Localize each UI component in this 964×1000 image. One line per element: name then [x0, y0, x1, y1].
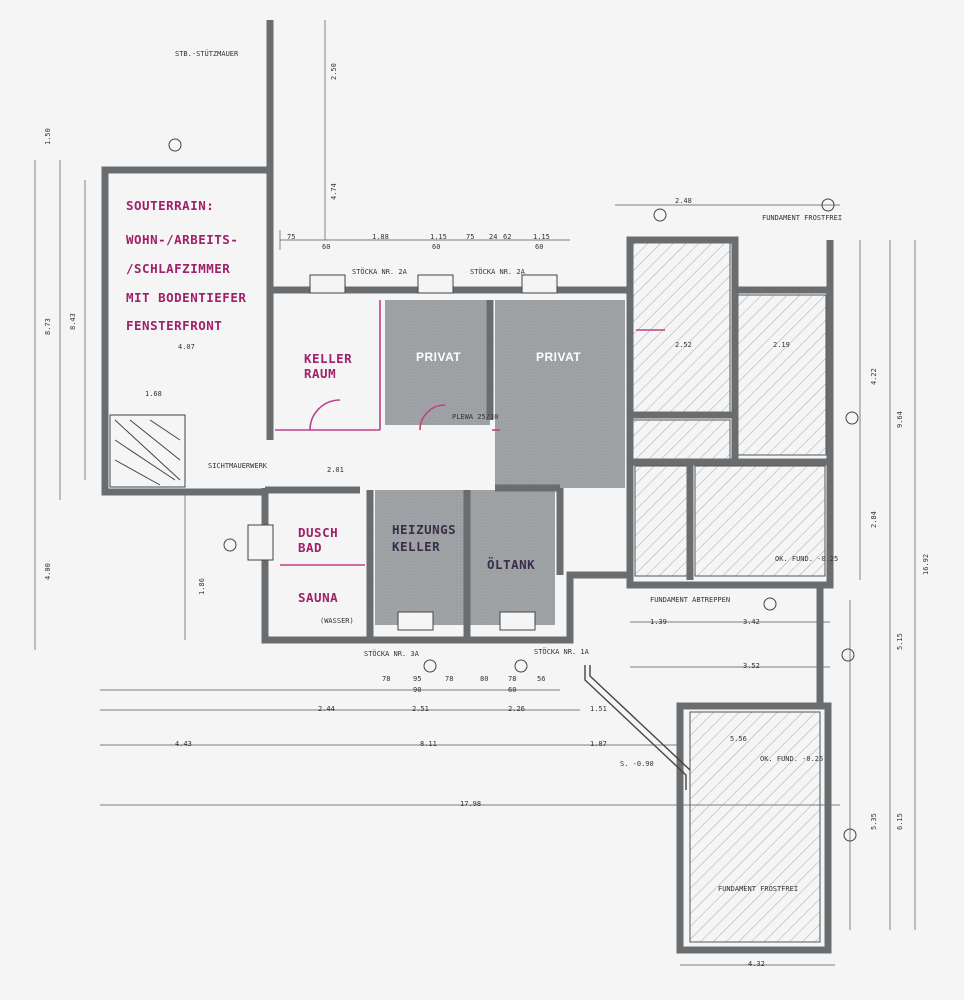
- dim-side-7: 5.35: [870, 813, 878, 830]
- souterrain-label-4: MIT BODENTIEFER: [126, 290, 247, 305]
- privat-label-a: PRIVAT: [416, 350, 462, 364]
- dusch-label: DUSCH: [298, 525, 339, 540]
- drain-pipe: [584, 665, 691, 790]
- dim-row-1: 2.44: [318, 705, 335, 713]
- dim-top-1: 75: [287, 233, 296, 241]
- dim-left-1: 8.73: [44, 318, 52, 335]
- note-stockca-3: STÖCKA NR. 3A: [364, 650, 419, 658]
- dim-row-2: 2.51: [412, 705, 429, 713]
- section-markers: [168, 138, 859, 842]
- dim-top-2: 1.88: [372, 233, 389, 241]
- dim-right-2: 1.39: [650, 618, 667, 626]
- dim-side-1: 4.22: [870, 368, 878, 385]
- dim-top-7: 1.15: [533, 233, 550, 241]
- dim-top-far-2: 4.74: [330, 183, 338, 200]
- dim-right-4: 4.32: [748, 960, 765, 968]
- dim-room-3: 2.01: [327, 466, 344, 474]
- dim-room-2: 1.68: [145, 390, 162, 398]
- windows: [247, 274, 558, 631]
- dim-side-4: 16.92: [922, 553, 930, 575]
- note-fundament-1: FUNDAMENT FROSTFREI: [762, 214, 843, 222]
- keller-label-1: KELLER: [304, 351, 353, 366]
- keller-label-2: RAUM: [304, 366, 337, 381]
- dim-bottom-6: 56: [537, 675, 546, 683]
- dim-row-4: 1.51: [590, 705, 607, 713]
- dim-room-5: 2.19: [773, 341, 790, 349]
- dim-right-5: 5.56: [730, 735, 747, 743]
- dim-top-3: 1.15: [430, 233, 447, 241]
- privat-label-b: PRIVAT: [536, 350, 582, 364]
- structural-rooms: [629, 239, 827, 943]
- dim-right-3: 3.42: [743, 618, 760, 626]
- dim-bottom-7: 90: [413, 686, 422, 694]
- note-stockca-4: STÖCKA NR. 1A: [534, 648, 589, 656]
- dim-bottom-3: 78: [445, 675, 454, 683]
- dim-total-3: 1.87: [590, 740, 607, 748]
- dim-top-4: 75: [466, 233, 475, 241]
- dim-total-1: 4.43: [175, 740, 192, 748]
- stair: [109, 414, 186, 488]
- dim-room-1: 4.07: [178, 343, 195, 351]
- bad-label: BAD: [298, 540, 323, 555]
- dim-left-5: 1.50: [44, 128, 52, 145]
- dim-right-1: 3.52: [743, 662, 760, 670]
- note-plewa: PLEWA 25/10: [452, 413, 499, 421]
- dim-room-6: 2.48: [675, 197, 692, 205]
- dim-row-3: 2.26: [508, 705, 525, 713]
- sauna-label: SAUNA: [298, 590, 339, 605]
- note-sichtmauerwerk: SICHTMAUERWERK: [208, 462, 268, 470]
- dim-side-2: 9.64: [896, 411, 904, 428]
- souterrain-label-3: /SCHLAFZIMMER: [126, 261, 231, 276]
- dim-left-2: 8.43: [69, 313, 77, 330]
- dim-bottom-4: 80: [480, 675, 489, 683]
- dim-bottom-5: 78: [508, 675, 517, 683]
- dim-bottom-8: 60: [508, 686, 517, 694]
- heizung-label-2: KELLER: [392, 539, 441, 554]
- note-wasser: (WASSER): [320, 617, 354, 625]
- dim-bottom-1: 78: [382, 675, 391, 683]
- dim-room-4: 2.52: [675, 341, 692, 349]
- souterrain-label-5: FENSTERFRONT: [126, 318, 223, 333]
- note-stockca-1: STÖCKA NR. 2A: [352, 268, 407, 276]
- note-ok-fund-1: OK. FUND. -0.25: [775, 555, 839, 563]
- note-stb-stuetzmauer: STB.-STÜTZMAUER: [175, 50, 239, 58]
- dim-top-b3: 60: [535, 243, 544, 251]
- dim-side-3: 2.84: [870, 511, 878, 528]
- grey-rooms: [375, 300, 625, 625]
- dim-left-3: 4.00: [44, 563, 52, 580]
- souterrain-label-1: SOUTERRAIN:: [126, 198, 215, 213]
- note-s-level: S. -0.90: [620, 760, 654, 768]
- dim-bottom-2: 95: [413, 675, 422, 683]
- dim-left-4: 1.86: [198, 578, 206, 595]
- heizung-label-1: HEIZUNGS: [392, 522, 457, 537]
- note-stockca-2: STÖCKA NR. 2A: [470, 268, 525, 276]
- dim-side-6: 6.15: [896, 813, 904, 830]
- dim-total-2: 8.11: [420, 740, 437, 748]
- dim-top-b2: 60: [432, 243, 441, 251]
- walls: [101, 20, 834, 954]
- dim-top-5: 24: [489, 233, 498, 241]
- dim-top-far-1: 2.50: [330, 63, 338, 80]
- dim-total-4: 17.98: [460, 800, 482, 808]
- note-ok-fund-2: OK. FUND. -0.25: [760, 755, 824, 763]
- dimension-lines: [34, 20, 916, 966]
- dim-top-b1: 60: [322, 243, 331, 251]
- oeltank-label: ÖLTANK: [487, 557, 536, 572]
- partition-lines: [275, 300, 665, 566]
- dim-top-6: 62: [503, 233, 512, 241]
- note-fundament-2: FUNDAMENT FROSTFREI: [718, 885, 799, 893]
- dim-side-5: 5.15: [896, 633, 904, 650]
- souterrain-label-2: WOHN-/ARBEITS-: [126, 232, 239, 247]
- note-fundament-abtreppen: FUNDAMENT ABTREPPEN: [650, 596, 731, 604]
